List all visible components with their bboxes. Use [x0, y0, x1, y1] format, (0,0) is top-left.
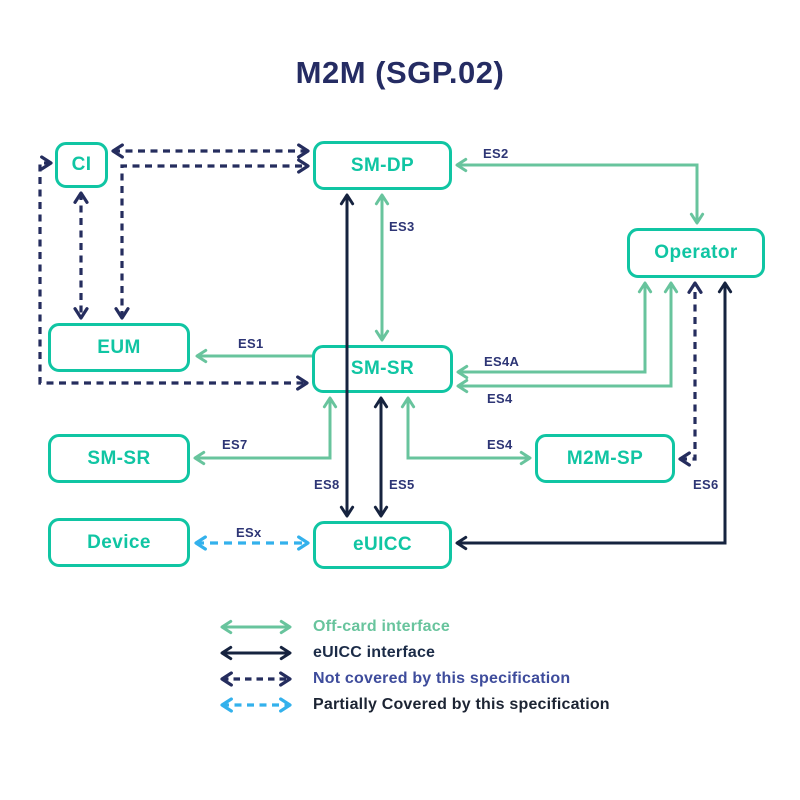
node-eum: EUM — [48, 323, 190, 372]
node-m2m-sp: M2M-SP — [535, 434, 675, 483]
edge-es7-line — [193, 396, 338, 466]
legend: Off-card interface eUICC interface Not c… — [214, 618, 610, 722]
edge-eum-smdp-line — [114, 158, 310, 320]
off-card-arrow-icon — [220, 619, 292, 635]
node-operator: Operator — [627, 228, 765, 278]
edge-label-es6: ES6 — [693, 477, 719, 492]
page-title: M2M (SGP.02) — [295, 55, 505, 90]
euicc-arrow-icon — [220, 645, 292, 661]
edge-label-es7: ES7 — [222, 437, 248, 452]
edge-es2-line — [455, 157, 705, 225]
edge-es4-upper-line — [456, 281, 679, 394]
edge-label-es2: ES2 — [483, 146, 509, 161]
edge-label-es1: ES1 — [238, 336, 264, 351]
edge-label-es8: ES8 — [314, 477, 340, 492]
edge-label-es4a: ES4A — [484, 354, 520, 369]
node-sm-sr-left: SM-SR — [48, 434, 190, 483]
node-device: Device — [48, 518, 190, 567]
legend-label-euicc: eUICC interface — [313, 644, 436, 661]
edge-label-es4-lower: ES4 — [487, 437, 513, 452]
legend-label-partially-covered: Partially Covered by this specification — [313, 696, 610, 713]
partially-covered-arrow-icon — [220, 697, 292, 713]
edge-label-esx: ESx — [236, 525, 262, 540]
node-sm-sr-center: SM-SR — [312, 345, 453, 393]
edge-label-es4-upper: ES4 — [487, 391, 513, 406]
edge-label-es5: ES5 — [389, 477, 415, 492]
legend-item-off-card: Off-card interface — [214, 618, 610, 636]
not-covered-arrow-icon — [220, 671, 292, 687]
edge-label-es3: ES3 — [389, 219, 415, 234]
legend-label-not-covered: Not covered by this specification — [313, 670, 571, 687]
node-ci: CI — [55, 142, 108, 188]
node-euicc: eUICC — [313, 521, 452, 569]
legend-label-off-card: Off-card interface — [313, 618, 450, 635]
edge-es6-line — [678, 281, 703, 467]
legend-item-not-covered: Not covered by this specification — [214, 670, 610, 688]
legend-item-euicc: eUICC interface — [214, 644, 610, 662]
node-sm-dp: SM-DP — [313, 141, 452, 190]
edge-euicc-operator-line — [455, 281, 733, 551]
legend-item-partially-covered: Partially Covered by this specification — [214, 696, 610, 714]
